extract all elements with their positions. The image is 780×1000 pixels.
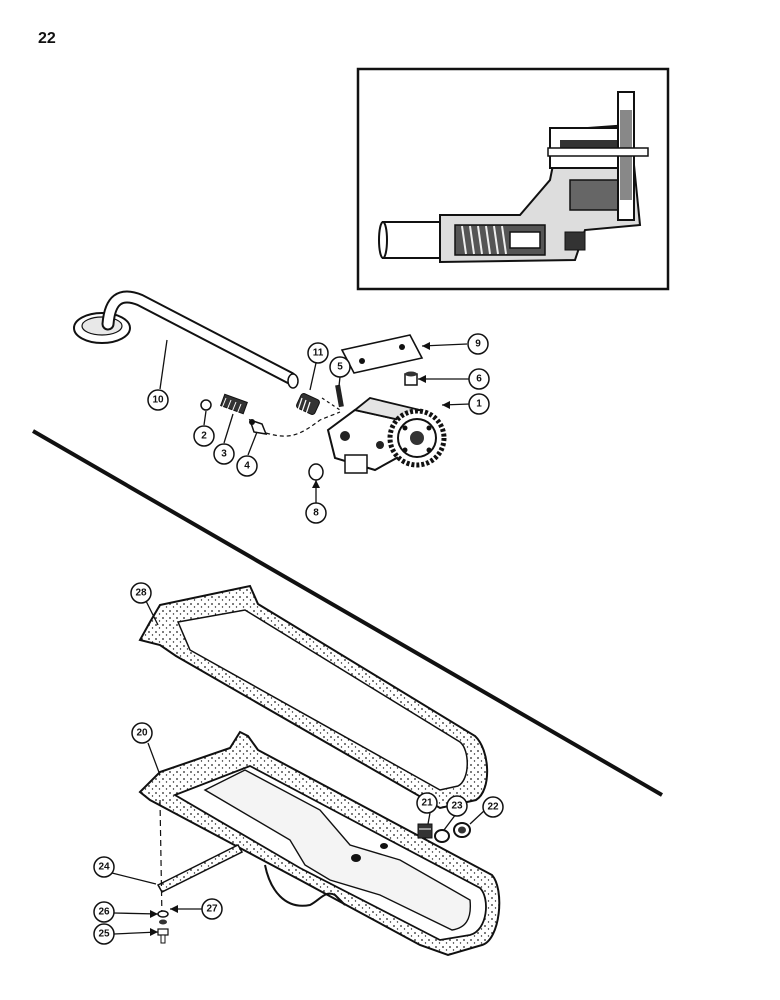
callout-27: 27 [201, 898, 223, 920]
oil-pan-gasket [138, 584, 489, 810]
callout-23: 23 [446, 795, 468, 817]
callout-1: 1 [468, 393, 490, 415]
check-ball [200, 399, 212, 411]
tube-fitting [296, 393, 320, 415]
washer [159, 919, 167, 925]
pin [335, 384, 344, 408]
callout-28: 28 [130, 582, 152, 604]
callout-label: 28 [135, 588, 147, 599]
callout-label: 5 [337, 362, 343, 373]
pump-gasket [340, 334, 424, 374]
drain-adapter [453, 822, 471, 838]
callout-3: 3 [213, 443, 235, 465]
callout-label: 2 [201, 431, 207, 442]
cap-screw [157, 928, 169, 944]
callout-11: 11 [307, 342, 329, 364]
inset-cross-section [356, 67, 670, 291]
callout-label: 20 [136, 728, 148, 739]
leader-lines [111, 339, 486, 935]
arrow-heads [150, 342, 450, 936]
callout-8: 8 [305, 502, 327, 524]
oil-pickup-tube [73, 290, 299, 389]
drain-plug [417, 823, 433, 839]
callout-22: 22 [482, 796, 504, 818]
dowel [404, 371, 418, 386]
oil-pump [326, 397, 447, 474]
callout-label: 10 [152, 395, 164, 406]
callout-label: 8 [313, 508, 319, 519]
lock-washer [157, 910, 169, 918]
callout-label: 1 [476, 399, 482, 410]
callout-label: 6 [476, 374, 482, 385]
callout-26: 26 [93, 901, 115, 923]
callout-label: 24 [98, 862, 110, 873]
callout-label: 23 [451, 801, 463, 812]
callout-21: 21 [416, 792, 438, 814]
callout-4: 4 [236, 455, 258, 477]
callout-label: 3 [221, 449, 227, 460]
relief-plunger [248, 418, 268, 435]
callout-label: 22 [487, 802, 499, 813]
oil-pan [138, 730, 501, 957]
callout-label: 21 [421, 798, 433, 809]
inset-frame [356, 67, 670, 291]
page-number: 22 [38, 30, 56, 47]
callout-25: 25 [93, 923, 115, 945]
callout-label: 9 [475, 339, 481, 350]
relief-spring [220, 393, 248, 415]
o-ring [308, 463, 324, 481]
baffle-strip [156, 844, 244, 893]
callout-6: 6 [468, 368, 490, 390]
callout-2: 2 [193, 425, 215, 447]
callout-9: 9 [467, 333, 489, 355]
callout-label: 4 [244, 461, 250, 472]
section-divider [31, 429, 664, 797]
callout-24: 24 [93, 856, 115, 878]
callout-label: 27 [206, 904, 218, 915]
callout-label: 11 [313, 348, 324, 359]
callout-10: 10 [147, 389, 169, 411]
drain-gasket [434, 829, 450, 843]
callout-5: 5 [329, 356, 351, 378]
callout-label: 26 [98, 907, 110, 918]
callout-20: 20 [131, 722, 153, 744]
callout-label: 25 [98, 929, 110, 940]
